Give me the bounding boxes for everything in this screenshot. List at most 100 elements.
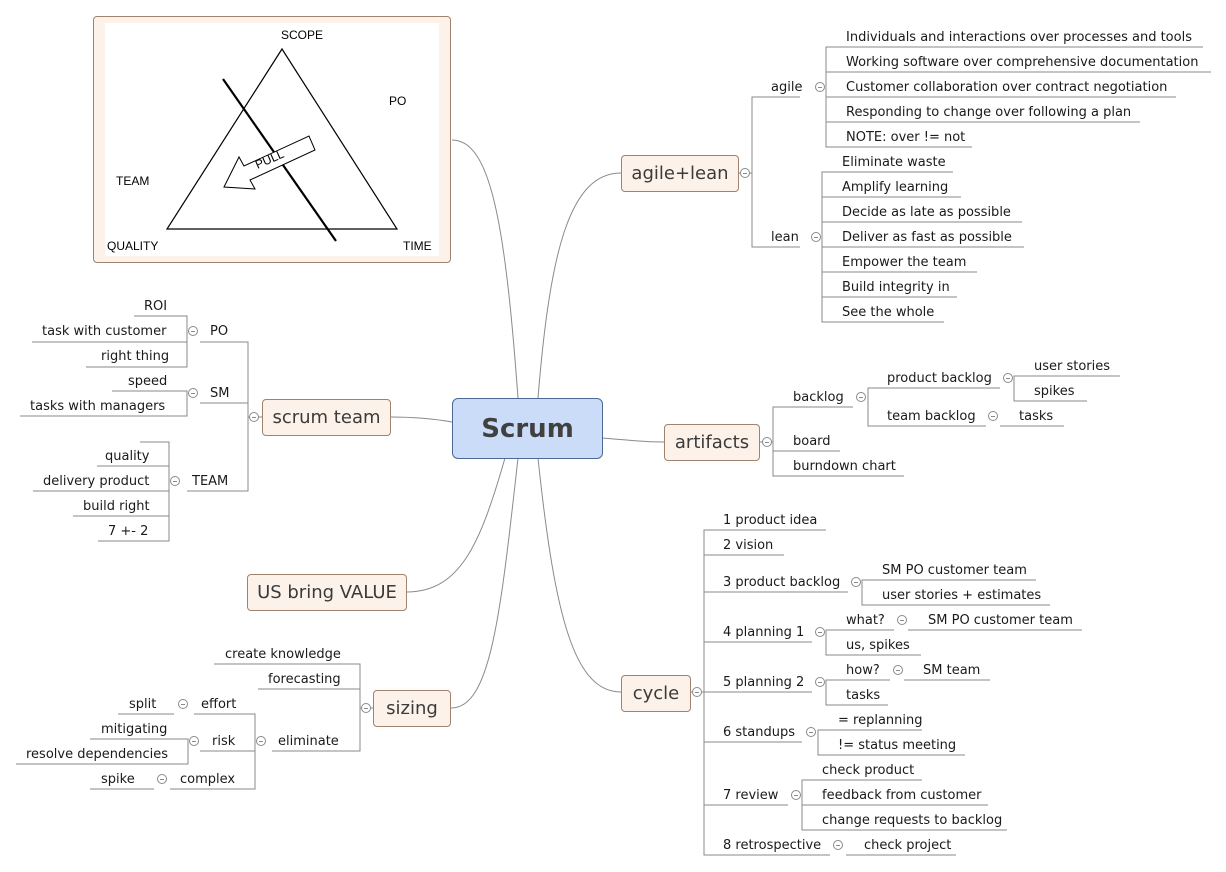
po-item[interactable]: right thing (101, 349, 170, 364)
cycle-step-6[interactable]: 6 standups (723, 725, 795, 740)
planning1-spikes[interactable]: us, spikes (846, 638, 910, 653)
cycle-step-8[interactable]: 8 retrospective (723, 838, 822, 853)
subtopic-agile[interactable]: agile (771, 80, 803, 95)
risk-item[interactable]: resolve dependencies (26, 747, 168, 762)
lean-item[interactable]: Decide as late as possible (842, 205, 1011, 220)
review-item[interactable]: change requests to backlog (822, 813, 1003, 828)
subtopic-sm[interactable]: SM (210, 386, 230, 401)
eliminate-risk[interactable]: risk (212, 734, 236, 749)
agile-item[interactable]: NOTE: over != not (846, 130, 966, 145)
collapse-po-toggle[interactable] (188, 326, 198, 336)
sm-item[interactable]: tasks with managers (30, 399, 166, 414)
collapse-risk-toggle[interactable] (189, 736, 199, 746)
collapse-artifacts-toggle[interactable] (762, 437, 772, 447)
collapse-team-backlog-toggle[interactable] (988, 411, 998, 421)
collapse-sm-toggle[interactable] (188, 388, 198, 398)
lean-item[interactable]: Eliminate waste (842, 155, 946, 170)
root-topic[interactable]: Scrum (452, 398, 603, 459)
collapse-scrum-team-toggle[interactable] (249, 412, 259, 422)
subtopic-lean[interactable]: lean (771, 230, 799, 245)
collapse-planning1-toggle[interactable] (815, 627, 825, 637)
product-backlog-item[interactable]: user stories (1034, 359, 1111, 374)
retrospective-item[interactable]: check project (864, 838, 952, 853)
collapse-agile-lean-toggle[interactable] (740, 168, 750, 178)
collapse-team-toggle[interactable] (170, 476, 180, 486)
triangle-image-node[interactable]: SCOPE PO TEAM QUALITY TIME PULL (93, 16, 451, 263)
cycle-step-4[interactable]: 4 planning 1 (723, 625, 805, 640)
collapse-product-backlog-toggle[interactable] (1003, 373, 1013, 383)
planning2-how-item[interactable]: SM team (923, 663, 981, 678)
effort-item[interactable]: split (129, 697, 157, 712)
planning2-tasks[interactable]: tasks (846, 688, 881, 703)
topic-us-bring-value[interactable]: US bring VALUE (247, 574, 407, 611)
subtopic-board[interactable]: board (793, 434, 831, 449)
cycle-step-3-item[interactable]: user stories + estimates (882, 588, 1042, 603)
subtopic-product-backlog[interactable]: product backlog (887, 371, 992, 386)
agile-item[interactable]: Individuals and interactions over proces… (846, 30, 1192, 45)
po-item[interactable]: ROI (144, 299, 168, 314)
eliminate-complex[interactable]: complex (180, 772, 236, 787)
topic-agile-lean[interactable]: agile+lean (621, 155, 739, 192)
product-backlog-item[interactable]: spikes (1034, 384, 1075, 399)
cycle-step-3[interactable]: 3 product backlog (723, 575, 841, 590)
collapse-standups-toggle[interactable] (806, 727, 816, 737)
collapse-backlog-toggle[interactable] (856, 392, 866, 402)
agile-item[interactable]: Working software over comprehensive docu… (846, 55, 1199, 70)
cycle-step-2[interactable]: 2 vision (723, 538, 774, 553)
planning1-what-item[interactable]: SM PO customer team (928, 613, 1073, 628)
team-item[interactable]: quality (105, 449, 150, 464)
collapse-lean-toggle[interactable] (811, 232, 821, 242)
subtopic-team[interactable]: TEAM (192, 474, 229, 489)
sizing-create-knowledge[interactable]: create knowledge (225, 647, 341, 662)
sizing-forecasting[interactable]: forecasting (268, 672, 341, 687)
collapse-review-toggle[interactable] (791, 790, 801, 800)
collapse-sizing-toggle[interactable] (361, 703, 371, 713)
subtopic-eliminate[interactable]: eliminate (278, 734, 339, 749)
cycle-step-1[interactable]: 1 product idea (723, 513, 818, 528)
risk-item[interactable]: mitigating (101, 722, 168, 737)
eliminate-effort[interactable]: effort (201, 697, 237, 712)
collapse-complex-toggle[interactable] (157, 774, 167, 784)
cycle-step-7[interactable]: 7 review (723, 788, 779, 803)
agile-item[interactable]: Customer collaboration over contract neg… (846, 80, 1168, 95)
complex-item[interactable]: spike (101, 772, 135, 787)
quality-label: QUALITY (107, 239, 159, 253)
collapse-retrospective-toggle[interactable] (833, 840, 843, 850)
team-item[interactable]: delivery product (43, 474, 150, 489)
planning1-what[interactable]: what? (846, 613, 885, 628)
collapse-planning2-toggle[interactable] (815, 677, 825, 687)
standups-item[interactable]: != status meeting (838, 738, 957, 753)
cycle-step-3-item[interactable]: SM PO customer team (882, 563, 1027, 578)
review-item[interactable]: feedback from customer (822, 788, 982, 803)
topic-artifacts[interactable]: artifacts (664, 424, 760, 461)
team-item[interactable]: 7 +- 2 (108, 524, 149, 539)
lean-item[interactable]: See the whole (842, 305, 935, 320)
collapse-effort-toggle[interactable] (178, 699, 188, 709)
lean-item[interactable]: Amplify learning (842, 180, 949, 195)
topic-scrum-team[interactable]: scrum team (262, 399, 391, 436)
subtopic-burndown-chart[interactable]: burndown chart (793, 459, 896, 474)
subtopic-team-backlog[interactable]: team backlog (887, 409, 976, 424)
lean-item[interactable]: Deliver as fast as possible (842, 230, 1012, 245)
planning2-how[interactable]: how? (846, 663, 880, 678)
collapse-agile-toggle[interactable] (815, 82, 825, 92)
cycle-step-5[interactable]: 5 planning 2 (723, 675, 805, 690)
collapse-product-backlog-step-toggle[interactable] (851, 577, 861, 587)
collapse-cycle-toggle[interactable] (692, 687, 702, 697)
collapse-what-toggle[interactable] (897, 615, 907, 625)
team-backlog-item[interactable]: tasks (1019, 409, 1054, 424)
topic-cycle[interactable]: cycle (621, 675, 691, 712)
subtopic-po[interactable]: PO (210, 324, 229, 339)
team-item[interactable]: build right (83, 499, 150, 514)
lean-item[interactable]: Build integrity in (842, 280, 950, 295)
topic-sizing[interactable]: sizing (373, 690, 451, 727)
sm-item[interactable]: speed (128, 374, 168, 389)
collapse-eliminate-toggle[interactable] (256, 736, 266, 746)
subtopic-backlog[interactable]: backlog (793, 390, 844, 405)
po-item[interactable]: task with customer (42, 324, 167, 339)
standups-item[interactable]: = replanning (838, 713, 923, 728)
agile-item[interactable]: Responding to change over following a pl… (846, 105, 1132, 120)
lean-item[interactable]: Empower the team (842, 255, 967, 270)
review-item[interactable]: check product (822, 763, 915, 778)
collapse-how-toggle[interactable] (893, 665, 903, 675)
